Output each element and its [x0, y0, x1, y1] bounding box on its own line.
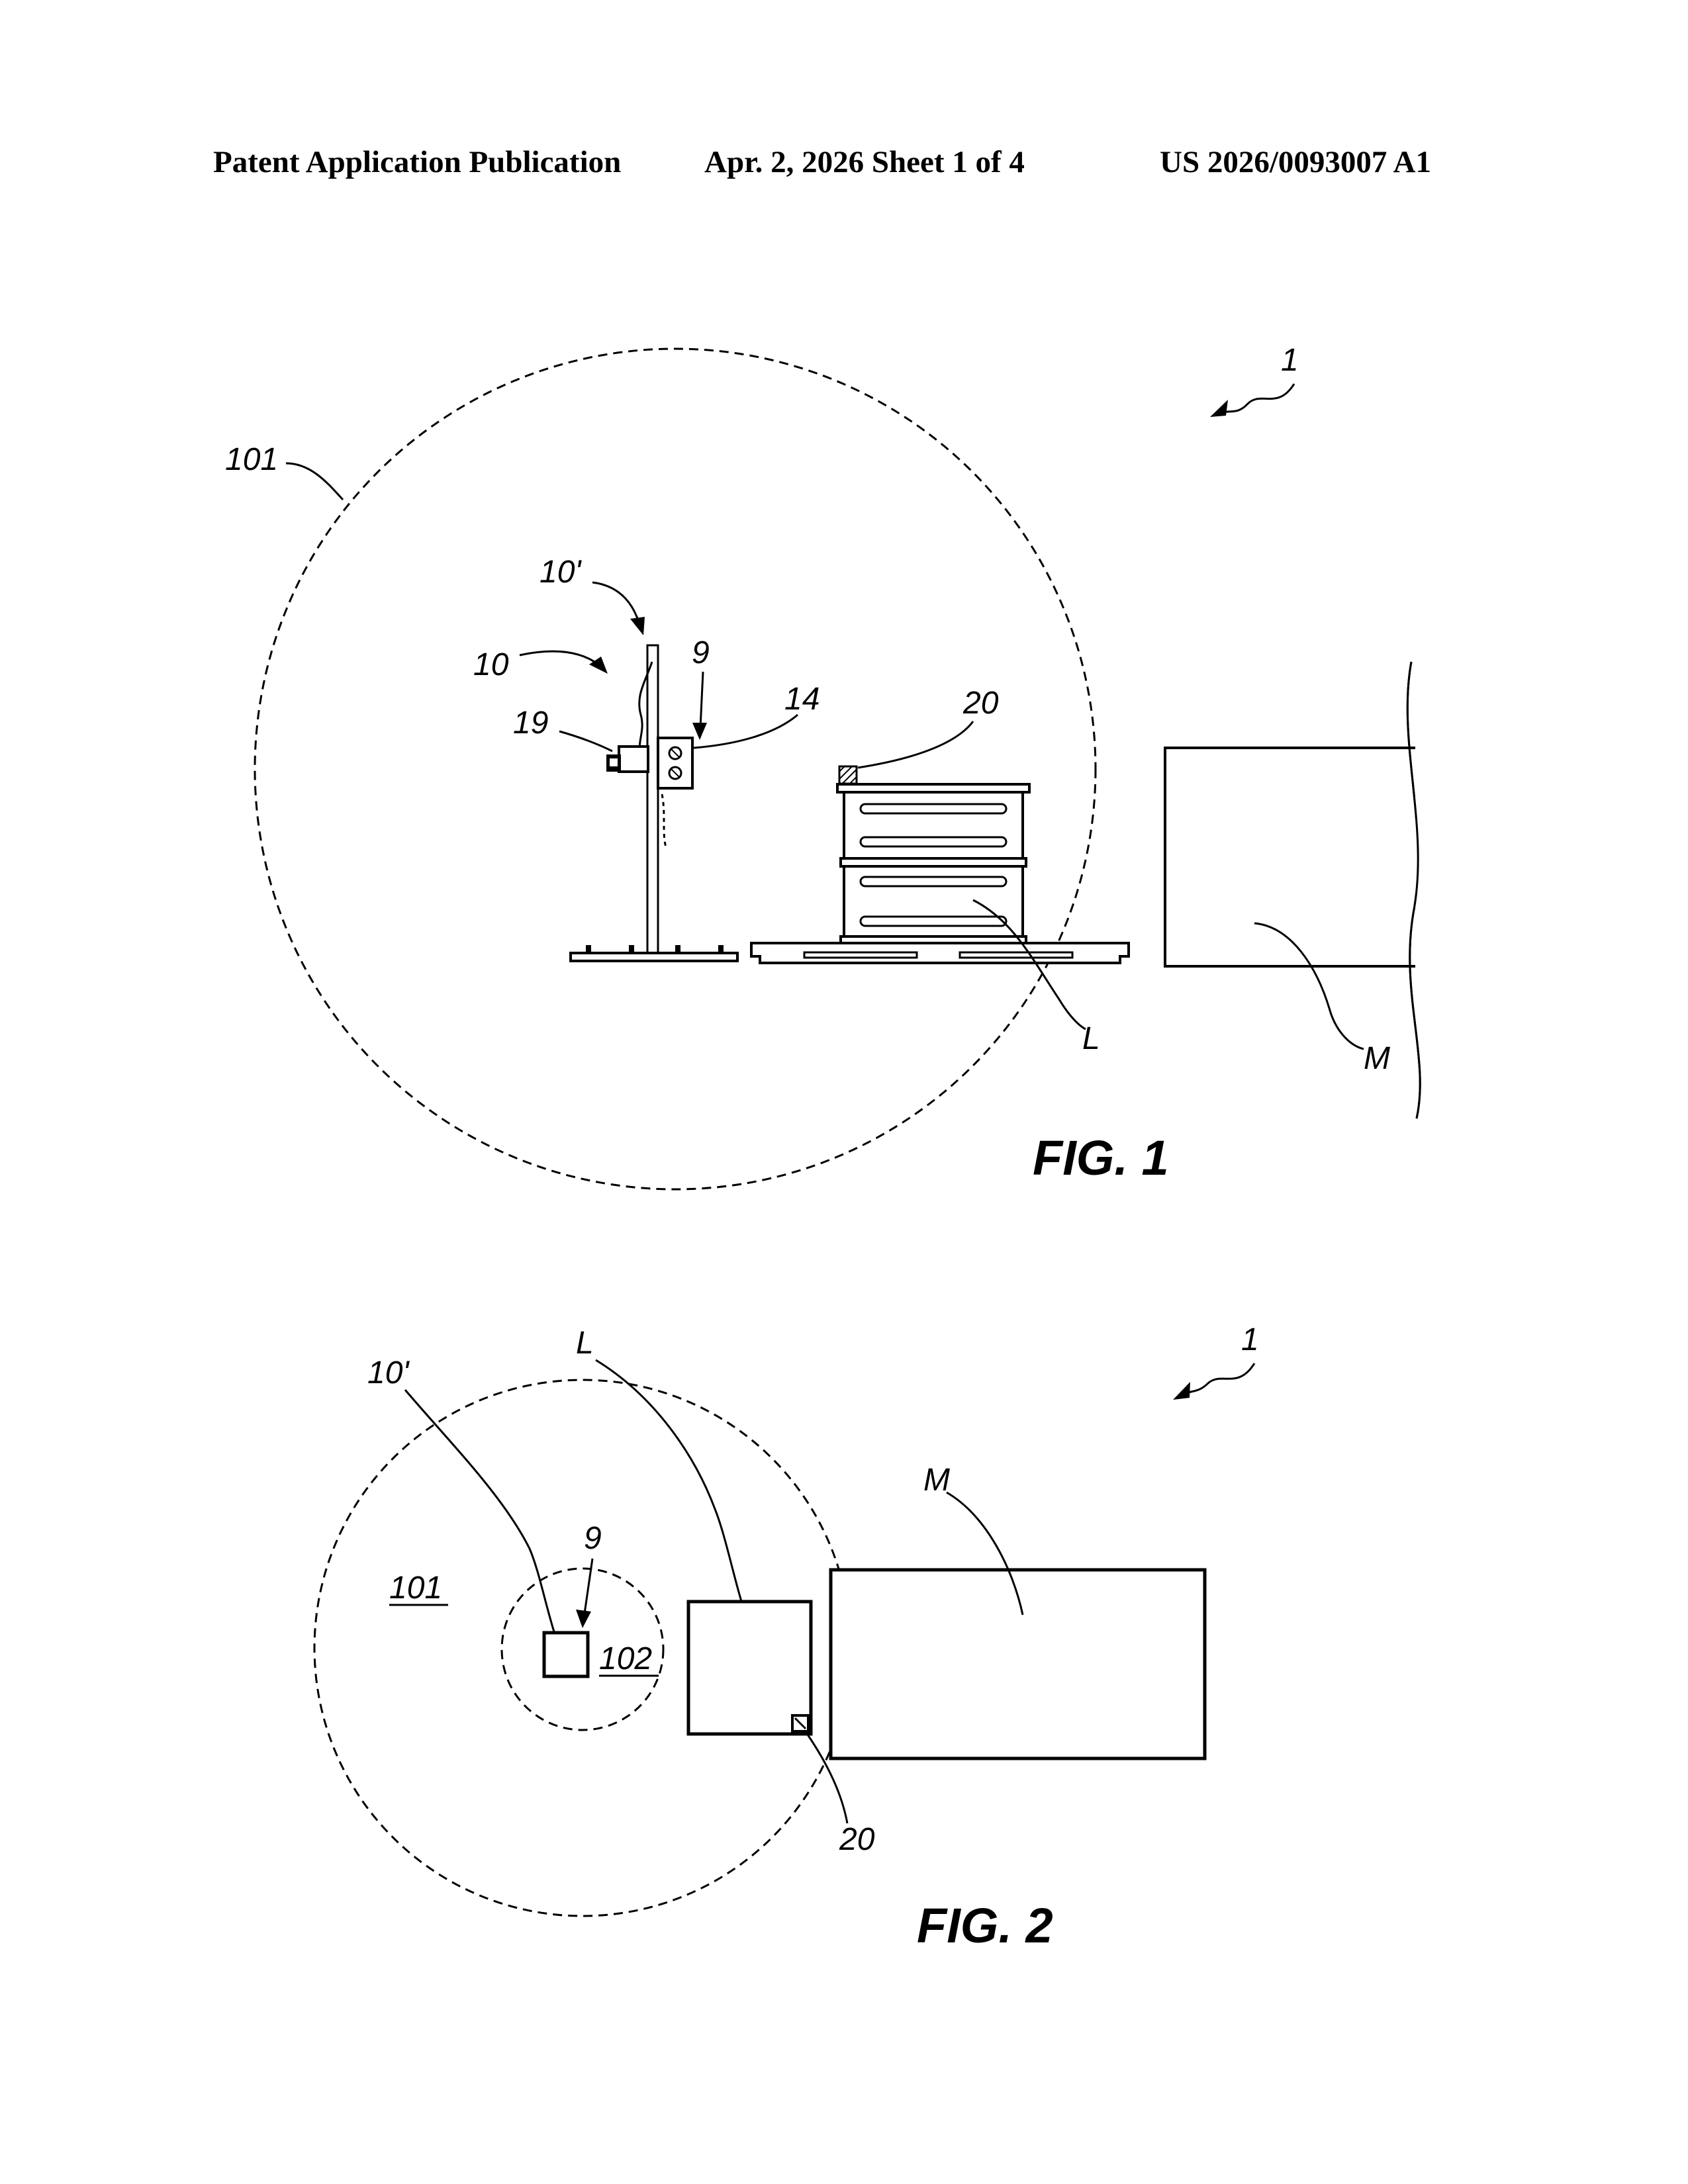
fig1-station-base — [571, 953, 737, 961]
fig2-label-L: L — [576, 1326, 594, 1361]
fig2-sensor-9 — [544, 1633, 588, 1676]
fig1-leader-20 — [858, 721, 973, 768]
fig2-drawing: 1 10' L 9 101 102 20 M FIG. 2 — [314, 1322, 1259, 1953]
fig1-arrowhead-9 — [692, 723, 707, 740]
fig2-label-20: 20 — [839, 1822, 875, 1857]
fig1-label-9: 9 — [692, 635, 710, 670]
fig1-cable-lower — [662, 794, 666, 847]
fig2-label-10-prime: 10' — [367, 1355, 410, 1390]
fig1-caption: FIG. 1 — [1033, 1130, 1169, 1185]
fig1-label-M: M — [1364, 1041, 1390, 1076]
fig1-sensor-unit-14 — [658, 738, 692, 788]
fig2-label-101: 101 — [389, 1570, 442, 1606]
fig2-arrowhead-9 — [576, 1610, 591, 1628]
fig1-leader-19 — [559, 731, 612, 751]
fig2-label-M: M — [923, 1463, 950, 1498]
fig1-pallet-slot-right — [960, 952, 1072, 958]
fig2-label-9: 9 — [584, 1521, 602, 1556]
fig1-leader-10-prime — [592, 582, 639, 622]
fig1-arrowhead-10 — [589, 657, 608, 674]
fig1-leader-10 — [520, 651, 599, 665]
fig2-leader-1 — [1182, 1363, 1254, 1395]
fig1-pallet-slot-left — [804, 952, 917, 958]
fig1-label-L: L — [1082, 1021, 1100, 1056]
fig1-label-1: 1 — [1281, 343, 1299, 378]
fig1-label-20: 20 — [962, 686, 999, 721]
fig1-label-101: 101 — [225, 442, 278, 477]
fig1-label-10: 10 — [473, 647, 509, 682]
fig2-leader-L — [596, 1360, 751, 1628]
fig1-label-19: 19 — [513, 705, 548, 741]
fig1-arrowhead-1 — [1210, 400, 1228, 417]
fig1-leader-9 — [700, 672, 703, 728]
fig1-drawing: 1 101 10' 10 9 — [225, 343, 1468, 1189]
fig2-arrowhead-1 — [1173, 1382, 1190, 1400]
fig1-station-post — [647, 645, 658, 956]
fig1-leader-101 — [286, 463, 343, 500]
fig2-leader-9 — [585, 1559, 592, 1614]
fig2-label-102: 102 — [599, 1641, 652, 1676]
fig1-tag-20 — [839, 766, 857, 784]
fig1-leader-14 — [694, 715, 798, 748]
fig1-label-14: 14 — [784, 682, 820, 717]
fig2-caption: FIG. 2 — [917, 1898, 1053, 1953]
fig1-machine-M — [1165, 748, 1436, 966]
fig1-leader-1 — [1218, 384, 1294, 414]
fig1-unit-19-housing — [619, 747, 648, 772]
fig1-label-10-prime: 10' — [539, 555, 582, 590]
fig1-arrowhead-10-prime — [630, 617, 645, 635]
fig2-label-1: 1 — [1241, 1322, 1259, 1357]
